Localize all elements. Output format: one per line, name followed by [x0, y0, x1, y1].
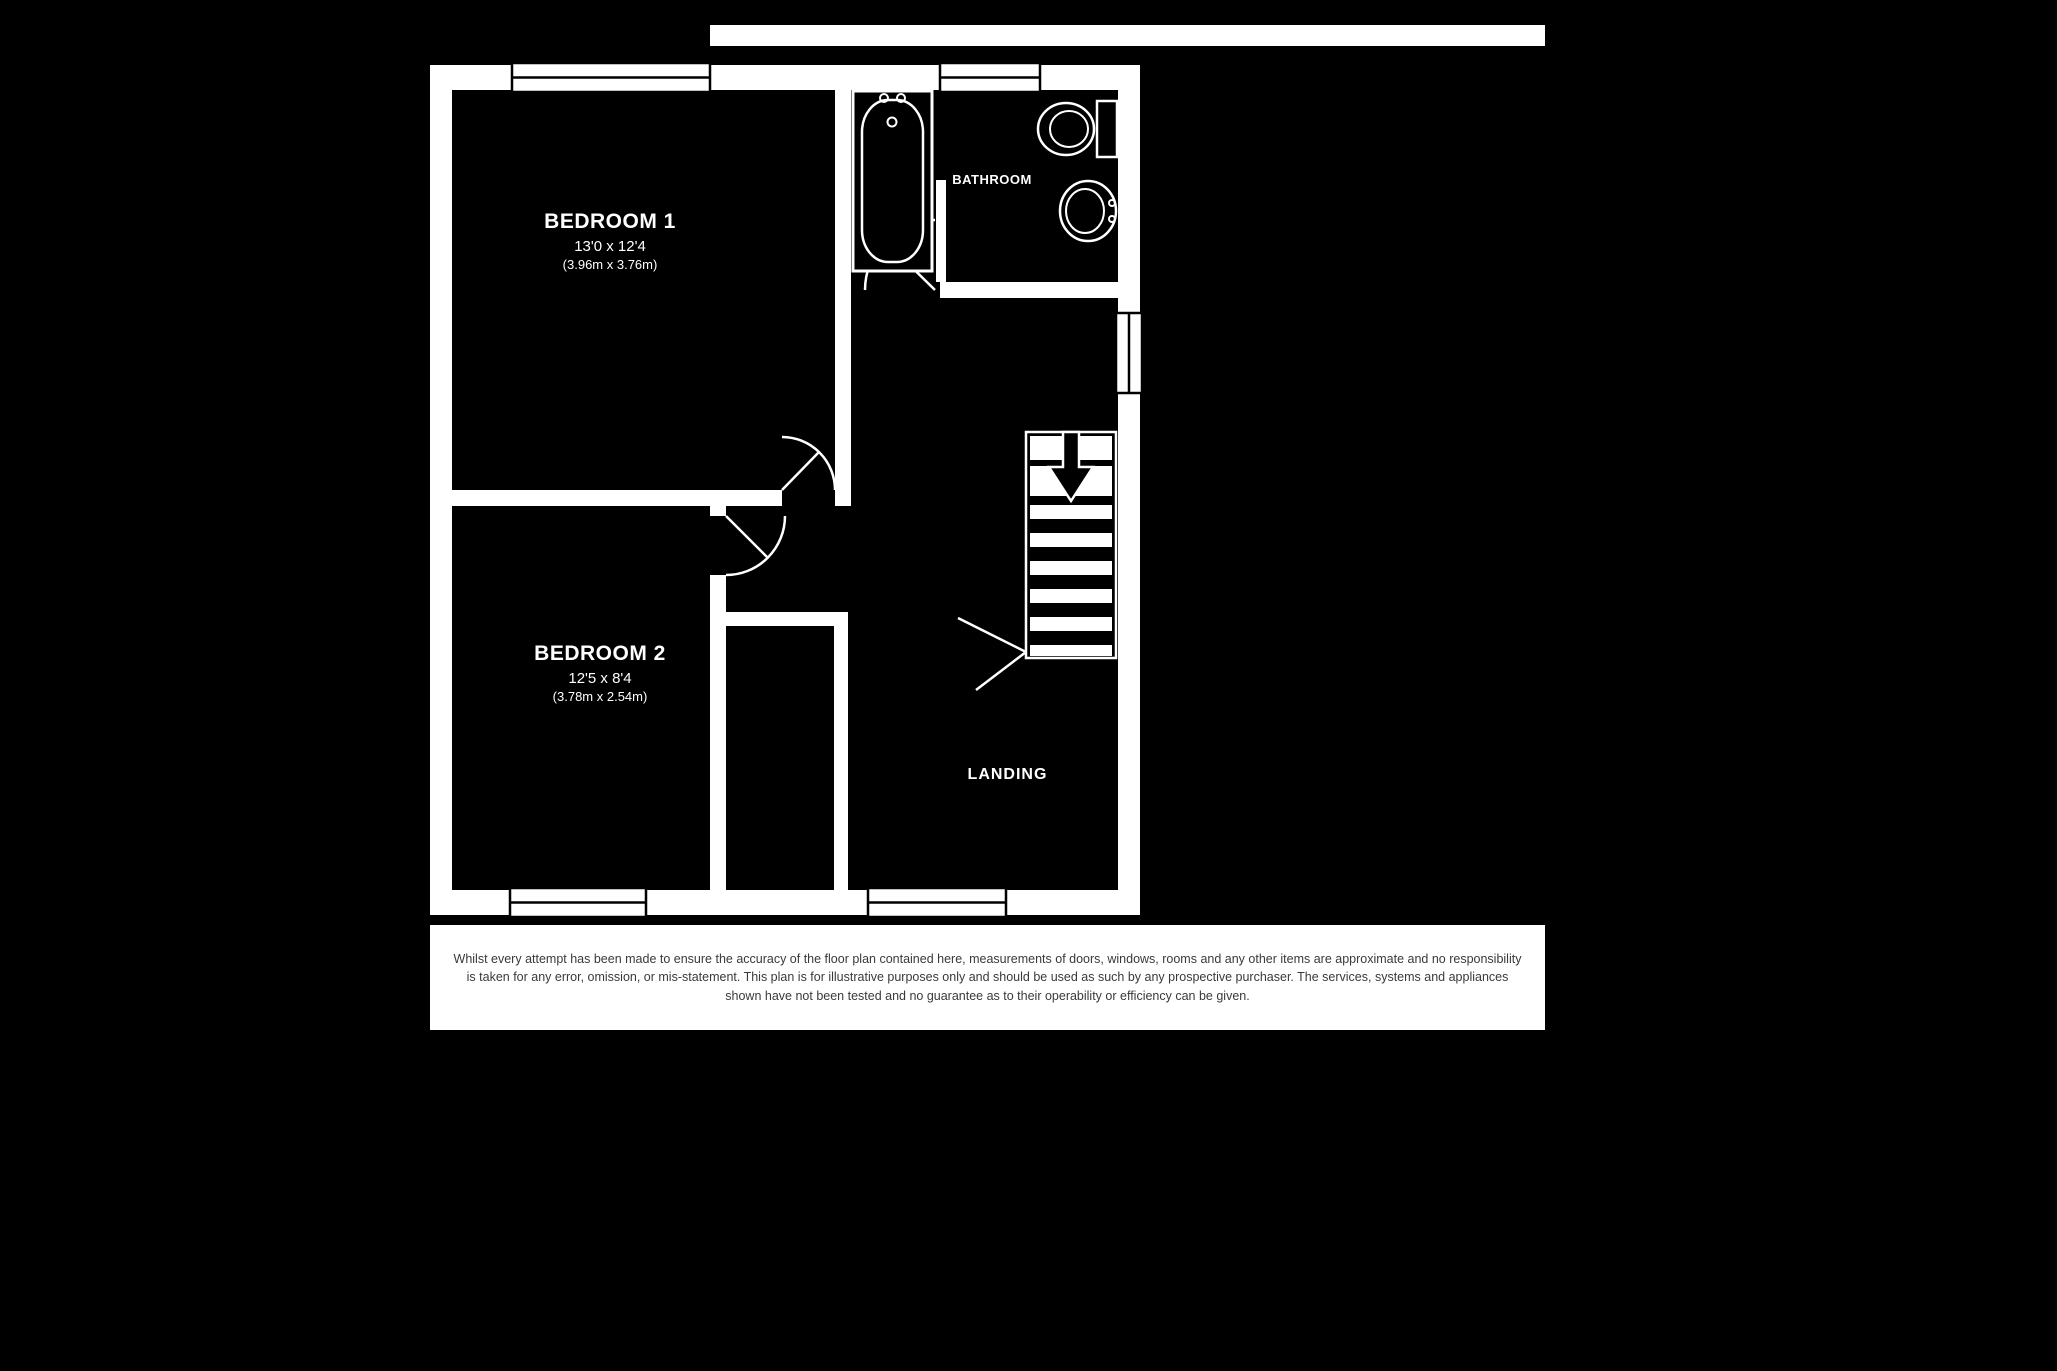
door-swing-bedroom-1 [781, 435, 837, 491]
wall-bedroom1-right [835, 87, 851, 506]
room-metric: (3.96m x 3.76m) [562, 257, 658, 272]
sink-tap-icon [1108, 199, 1116, 207]
room-dims: 13'0 x 12'4 [574, 238, 646, 255]
wall-left [430, 65, 452, 915]
room-name: BATHROOM [952, 172, 1032, 187]
window-5 [866, 886, 1008, 919]
wall-cupboard-top [710, 612, 848, 626]
wall-bedroom2-stub [710, 506, 726, 516]
disclaimer-text: Whilst every attempt has been made to en… [453, 952, 1522, 1003]
room-label-bedroom-2: BEDROOM 2 12'5 x 8'4 (3.78m x 2.54m) [460, 642, 740, 704]
door-swing-bedroom-2 [725, 515, 787, 577]
bath-drain-icon [886, 116, 898, 128]
bath-tap-icon [879, 93, 889, 103]
window-1 [510, 61, 712, 94]
bathtub [851, 89, 934, 273]
window-3 [1114, 311, 1144, 395]
sink-tap-icon [1108, 215, 1116, 223]
stairs-down-arrow-icon [1046, 430, 1096, 504]
sink [1058, 179, 1118, 243]
wall-divider [452, 490, 782, 506]
wall-right [1118, 65, 1140, 915]
room-label-bathroom: BATHROOM [942, 172, 1042, 187]
room-name: BEDROOM 2 [534, 642, 666, 665]
windows [508, 61, 1144, 919]
disclaimer-box: Whilst every attempt has been made to en… [430, 925, 1545, 1030]
wall-cupboard-right [834, 612, 848, 890]
room-name: BEDROOM 1 [544, 210, 676, 233]
window-2 [938, 61, 1042, 94]
room-name: LANDING [967, 766, 1048, 783]
stair-winders [957, 616, 1027, 691]
wall-bedroom2-right [710, 575, 726, 890]
room-dims: 12'5 x 8'4 [568, 670, 632, 687]
toilet [1036, 99, 1119, 159]
room-label-landing: LANDING [900, 766, 1115, 784]
door-swings [725, 218, 936, 577]
window-4 [508, 886, 648, 919]
room-metric: (3.78m x 2.54m) [552, 689, 648, 704]
staircase [957, 430, 1118, 691]
title-bar [710, 25, 1545, 46]
wall-bathroom-south [940, 282, 1118, 298]
room-label-bedroom-1: BEDROOM 1 13'0 x 12'4 (3.96m x 3.76m) [470, 210, 750, 272]
bath-tap-icon [896, 93, 906, 103]
shower-screen [936, 180, 946, 282]
